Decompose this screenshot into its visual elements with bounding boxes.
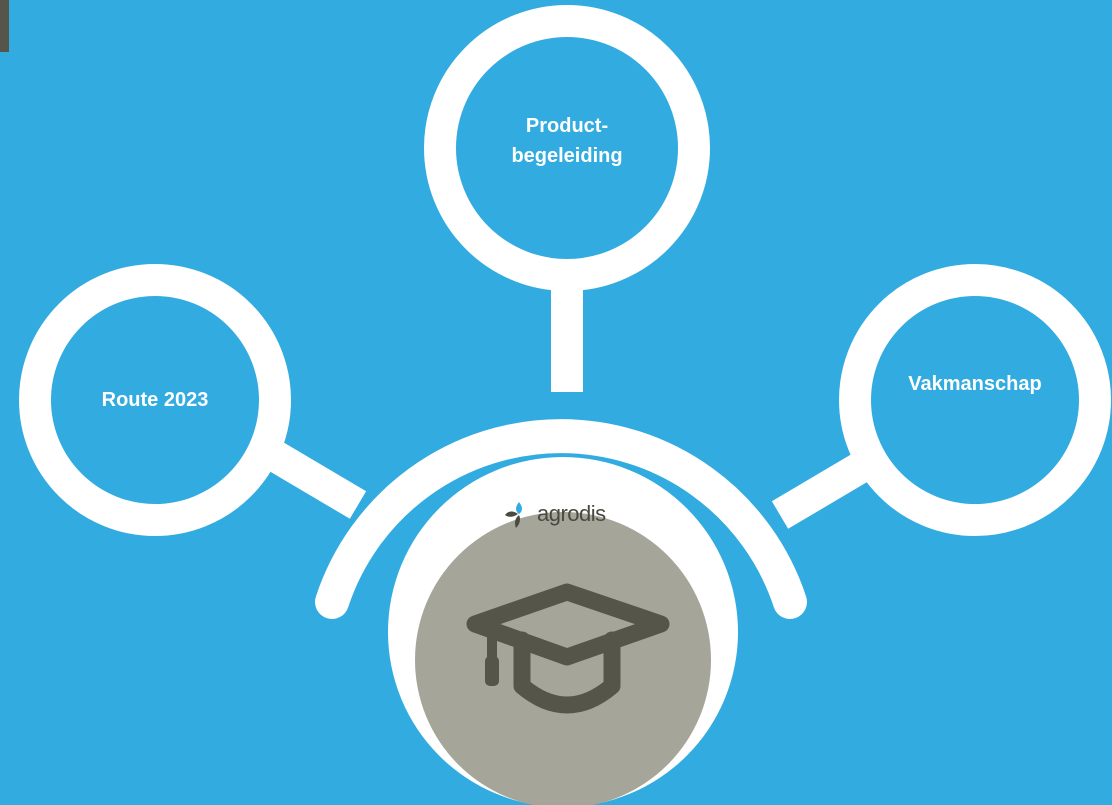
logo-wordmark: agrodis <box>537 501 606 526</box>
node-ring-left <box>19 264 291 536</box>
node-ring-top <box>424 5 710 291</box>
node-label-left: Route 2023 <box>101 389 209 411</box>
node-label-right: Vakmanschap <box>908 373 1042 395</box>
connector-left <box>256 436 367 519</box>
agrodis-logo: agrodis <box>503 498 623 530</box>
graduation-cap-icon <box>466 583 670 714</box>
node-label-top: Product- begeleiding <box>511 115 623 167</box>
corner-marker <box>0 0 9 52</box>
leaf-icon <box>505 502 522 528</box>
node-ring-right <box>839 264 1111 536</box>
hub-arch <box>315 419 807 619</box>
